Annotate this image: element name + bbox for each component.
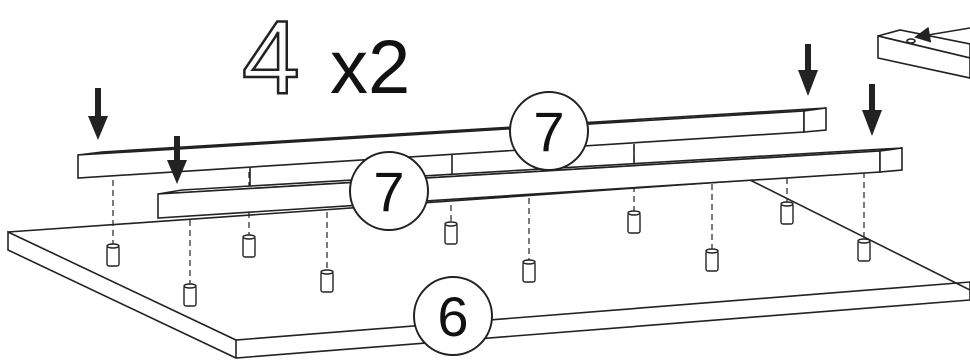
down-arrow-icon — [88, 88, 108, 140]
dowel — [522, 259, 536, 283]
down-arrow-icon — [167, 136, 187, 184]
dowel — [780, 201, 794, 225]
dowel — [444, 221, 458, 245]
callout-rail-back: 7 — [509, 91, 589, 171]
preview-part — [877, 26, 970, 79]
dowel — [320, 269, 334, 293]
arrow-group — [88, 44, 882, 184]
dowel — [242, 234, 256, 258]
rail-part-7-front — [157, 147, 903, 219]
dowel — [627, 210, 641, 234]
callout-panel: 6 — [413, 276, 493, 356]
step-number: 4 — [241, 0, 301, 116]
dowel — [857, 238, 871, 262]
dowel — [705, 248, 719, 272]
down-arrow-icon — [862, 84, 882, 136]
rail-part-7-back — [77, 107, 827, 190]
dowel — [183, 283, 197, 307]
down-arrow-icon — [798, 44, 818, 96]
callout-rail-front: 7 — [349, 151, 429, 231]
quantity-label: x2 — [330, 25, 411, 110]
dowel — [106, 243, 120, 267]
dowel-group — [106, 201, 871, 307]
